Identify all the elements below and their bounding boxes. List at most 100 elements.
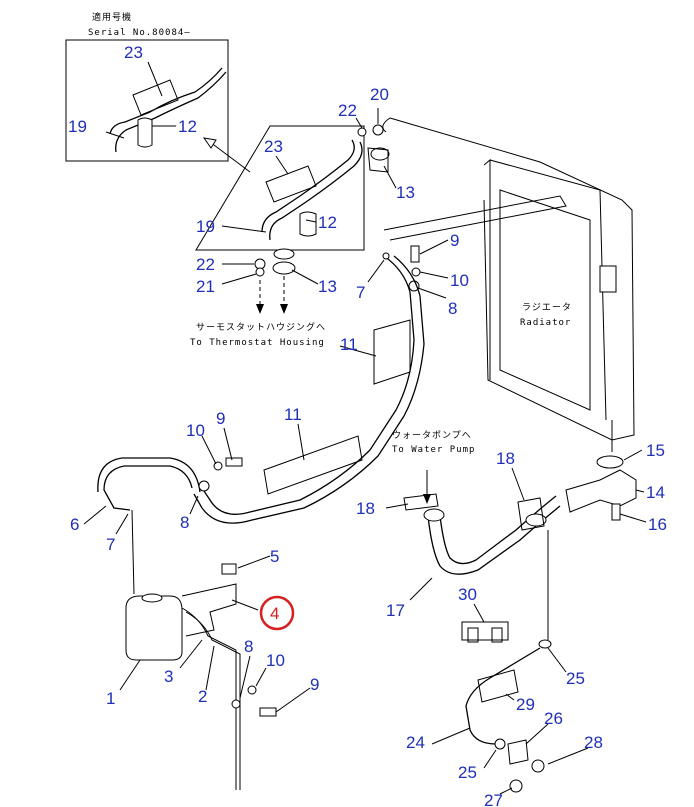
callout-inset-19[interactable]: 19 [68, 117, 87, 136]
bolt-9-bottom [259, 707, 277, 717]
callout-inset-23[interactable]: 23 [124, 43, 143, 62]
callout-10-mid[interactable]: 10 [186, 421, 205, 440]
callout-22-mid[interactable]: 22 [196, 255, 215, 274]
tank-body [125, 595, 183, 661]
callout-20[interactable]: 20 [370, 85, 389, 104]
radiator-side [483, 158, 491, 380]
callout-10-top[interactable]: 10 [450, 271, 469, 290]
callout-6[interactable]: 6 [70, 515, 79, 534]
fitting-20 [372, 124, 384, 136]
callout-21[interactable]: 21 [196, 277, 215, 296]
callout-7-top[interactable]: 7 [356, 283, 365, 302]
callout-24[interactable]: 24 [406, 733, 425, 752]
radiator-inlet [382, 117, 391, 133]
radiator-label-en: Radiator [520, 318, 571, 328]
callout-30[interactable]: 30 [458, 585, 477, 604]
callout-27[interactable]: 27 [484, 791, 503, 807]
leader-9b [223, 427, 233, 461]
callout-25-right[interactable]: 25 [566, 669, 585, 688]
callout-13-top[interactable]: 13 [396, 183, 415, 202]
washer-10-right [411, 267, 421, 277]
hose-6-edge [97, 457, 201, 493]
detail-cover [265, 165, 317, 203]
leader-8b [189, 495, 199, 515]
leader-10a [419, 271, 449, 279]
callout-23[interactable]: 23 [264, 137, 283, 156]
callout-28[interactable]: 28 [584, 733, 603, 752]
callout-19[interactable]: 19 [196, 217, 215, 236]
inset-elbow [137, 117, 153, 148]
detail-elbow [299, 211, 317, 237]
hose-11-edge [193, 255, 425, 524]
callout-1[interactable]: 1 [106, 689, 115, 708]
leader-13b [291, 269, 319, 285]
callout-9-mid[interactable]: 9 [216, 409, 225, 428]
leader-8a [417, 287, 447, 299]
callout-26[interactable]: 26 [544, 709, 563, 728]
bolt-16 [611, 503, 621, 521]
leader-10b [201, 435, 217, 465]
washer-10-bottom [247, 685, 257, 695]
callout-11-top[interactable]: 11 [340, 335, 358, 354]
callout-inset-12[interactable]: 12 [178, 117, 197, 136]
inset-panel: 適用号機 Serial No.80084— [65, 11, 229, 162]
leader-5 [237, 555, 271, 569]
leader-28 [547, 747, 589, 765]
detail-hose [261, 139, 355, 233]
callout-11-mid[interactable]: 11 [284, 405, 302, 424]
callout-13-mid[interactable]: 13 [318, 277, 337, 296]
radiator: ラジエータ Radiator [382, 117, 635, 452]
callout-8-mid[interactable]: 8 [180, 513, 189, 532]
tank-overflow-pipe-edge [185, 611, 241, 790]
clamp-18-box-left [403, 493, 439, 511]
inset-title-jp: 適用号機 [92, 11, 132, 23]
callout-4[interactable]: 4 [270, 604, 279, 623]
bolt-30-box [461, 621, 509, 641]
arrow-pump [423, 494, 431, 504]
clamp-13-bottom [272, 261, 296, 275]
leader-14 [635, 489, 645, 493]
leader-13a [383, 165, 397, 189]
leader-25a [547, 647, 567, 673]
callout-29[interactable]: 29 [516, 695, 535, 714]
bolt-30-a [467, 627, 479, 643]
callout-17[interactable]: 17 [386, 601, 405, 620]
radiator-core-edge [489, 159, 607, 421]
callout-9-bottom[interactable]: 9 [310, 675, 319, 694]
clamp-13-top [273, 248, 295, 260]
bolt-9-right [410, 245, 420, 263]
callout-14[interactable]: 14 [646, 483, 665, 502]
callout-15[interactable]: 15 [646, 441, 665, 460]
inset-hose-edge [115, 71, 227, 153]
callout-22-top[interactable]: 22 [338, 101, 357, 120]
hose-17-edge [439, 495, 557, 565]
callout-25-bottom[interactable]: 25 [458, 763, 477, 782]
callout-7-mid[interactable]: 7 [106, 535, 115, 554]
callout-2[interactable]: 2 [198, 687, 207, 706]
callout-18-right[interactable]: 18 [496, 449, 515, 468]
pump-label-jp: ウォータポンプへ [392, 430, 472, 441]
callout-16[interactable]: 16 [648, 515, 667, 534]
clamp-8-bottom [231, 699, 241, 709]
bolt-21 [255, 267, 265, 277]
bolt-9-left [225, 457, 243, 467]
hose-6 [103, 465, 193, 511]
callout-5[interactable]: 5 [270, 547, 279, 566]
leader-11b [297, 423, 305, 461]
callout-10-bottom[interactable]: 10 [266, 651, 285, 670]
leader-inset-23 [147, 61, 163, 97]
callout-3[interactable]: 3 [164, 667, 173, 686]
clamp-25-top [538, 639, 552, 649]
clamp-25-bottom [494, 738, 506, 750]
callout-18-left[interactable]: 18 [356, 499, 375, 518]
callout-9-top[interactable]: 9 [450, 231, 459, 250]
radiator-bracket [383, 195, 567, 241]
callout-8-top[interactable]: 8 [448, 299, 457, 318]
bracket-4 [181, 583, 237, 637]
inset-frame [65, 39, 229, 162]
leader-9c [275, 687, 311, 713]
callout-12[interactable]: 12 [318, 213, 337, 232]
leader-27 [499, 787, 513, 795]
callout-8-bottom[interactable]: 8 [244, 637, 253, 656]
